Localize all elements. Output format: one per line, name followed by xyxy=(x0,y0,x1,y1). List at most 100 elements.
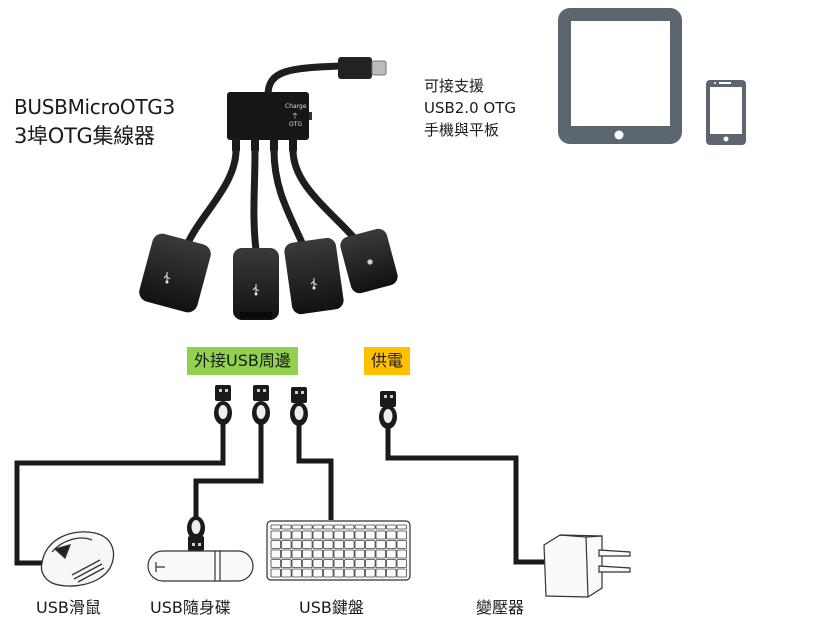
keyboard-key xyxy=(375,559,387,568)
keyboard-key xyxy=(396,530,408,540)
keyboard-key xyxy=(270,540,282,549)
micro-usb-tip xyxy=(371,60,387,76)
keyboard-key xyxy=(354,530,366,540)
keyboard-key xyxy=(344,549,355,559)
usb-plug-flash-drive xyxy=(252,385,270,425)
keyboard-key xyxy=(365,524,376,530)
keyboard-key xyxy=(354,559,366,568)
hub-cable-2 xyxy=(250,149,260,251)
usb-port-3 xyxy=(284,237,344,315)
hub-body xyxy=(227,92,309,140)
micro-usb-plug xyxy=(338,57,372,79)
keyboard-key xyxy=(281,540,292,549)
keyboard-key xyxy=(386,540,397,549)
keyboard-key xyxy=(375,549,387,559)
hub-cable-1 xyxy=(183,149,240,247)
mouse-cable xyxy=(14,420,226,566)
device-label-mouse: USB滑鼠 xyxy=(36,598,101,617)
keyboard-key xyxy=(386,524,397,530)
usb-plug-keyboard xyxy=(290,387,308,426)
usb-symbol-icon xyxy=(252,284,260,296)
keyboard-key xyxy=(396,568,408,578)
product-model: BUSBMicroOTG3 xyxy=(14,95,175,119)
hub-stub xyxy=(232,138,240,152)
keyboard-key xyxy=(323,568,334,578)
switch-arrow-icon xyxy=(292,112,298,119)
keyboard-key xyxy=(333,549,345,559)
device-label-flash-drive: USB隨身碟 xyxy=(150,598,231,617)
keyboard-key xyxy=(281,559,292,568)
keyboard-key xyxy=(333,524,345,530)
keyboard-key xyxy=(344,559,355,568)
charge-symbol-icon xyxy=(367,259,373,265)
keyboard-key xyxy=(270,568,282,578)
keyboard-key xyxy=(270,559,282,568)
keyboard-key xyxy=(323,540,334,549)
keyboard-key xyxy=(365,530,376,540)
keyboard-key xyxy=(312,530,324,540)
support-note: 可接支援 USB2.0 OTG 手機與平板 xyxy=(424,75,516,141)
keyboard-key xyxy=(344,540,355,549)
keyboard-key xyxy=(281,524,292,530)
keyboard-icon xyxy=(266,520,411,581)
keyboard-key xyxy=(375,540,387,549)
keyboard-key xyxy=(365,540,376,549)
keyboard-key xyxy=(302,549,313,559)
keyboard-key xyxy=(344,524,355,530)
keyboard-key xyxy=(291,549,303,559)
keyboard-key xyxy=(281,530,292,540)
hub-cable-3 xyxy=(270,149,307,247)
keyboard-key xyxy=(375,524,387,530)
keyboard-key xyxy=(396,559,408,568)
keyboard-key xyxy=(312,568,324,578)
keyboard-key xyxy=(386,568,397,578)
usb-plug-flash-drive-end xyxy=(187,516,205,551)
keyboard-key xyxy=(323,549,334,559)
usb-symbol-icon xyxy=(163,272,171,284)
keyboard-key xyxy=(365,559,376,568)
keyboard-key xyxy=(354,568,366,578)
keyboard-key xyxy=(281,549,292,559)
keyboard-key xyxy=(375,530,387,540)
keyboard-key xyxy=(312,524,324,530)
keyboard-key xyxy=(302,540,313,549)
keyboard-key xyxy=(291,524,303,530)
keyboard-key xyxy=(323,530,334,540)
keyboard-key xyxy=(270,530,282,540)
keyboard-key xyxy=(386,559,397,568)
keyboard-key xyxy=(291,559,303,568)
keyboard-key xyxy=(333,530,345,540)
keyboard-key xyxy=(291,530,303,540)
mouse-icon xyxy=(40,531,115,587)
keyboard-key xyxy=(354,524,366,530)
keyboard-key xyxy=(344,530,355,540)
keyboard-key xyxy=(333,568,345,578)
micro-usb-cable xyxy=(264,62,341,96)
peripherals-badge: 外接USB周邊 xyxy=(187,347,298,375)
hub-stub xyxy=(289,138,297,152)
keyboard-cable xyxy=(296,420,334,520)
hub-switch xyxy=(309,112,312,120)
usb-symbol-icon xyxy=(310,278,318,290)
keyboard-key xyxy=(312,559,324,568)
device-label-keyboard: USB鍵盤 xyxy=(299,598,364,617)
hub-otg-label: OTG xyxy=(289,121,303,128)
support-note-line: 可接支援 xyxy=(424,77,485,95)
keyboard-key xyxy=(396,540,408,549)
keyboard-key xyxy=(270,549,282,559)
keyboard-key xyxy=(323,524,334,530)
keyboard-key xyxy=(312,549,324,559)
keyboard-key xyxy=(291,540,303,549)
hub-stub xyxy=(251,138,259,152)
adapter-cable xyxy=(385,420,545,565)
support-note-line: 手機與平板 xyxy=(424,121,500,139)
hub-charge-label: Charge xyxy=(285,103,307,110)
keyboard-key xyxy=(281,568,292,578)
keyboard-key xyxy=(354,549,366,559)
keyboard-key xyxy=(396,524,408,530)
usb-plug-mouse xyxy=(214,385,232,425)
usb-plug-adapter xyxy=(379,391,397,429)
keyboard-key xyxy=(302,559,313,568)
keyboard-key xyxy=(270,524,282,530)
keyboard-key xyxy=(333,559,345,568)
